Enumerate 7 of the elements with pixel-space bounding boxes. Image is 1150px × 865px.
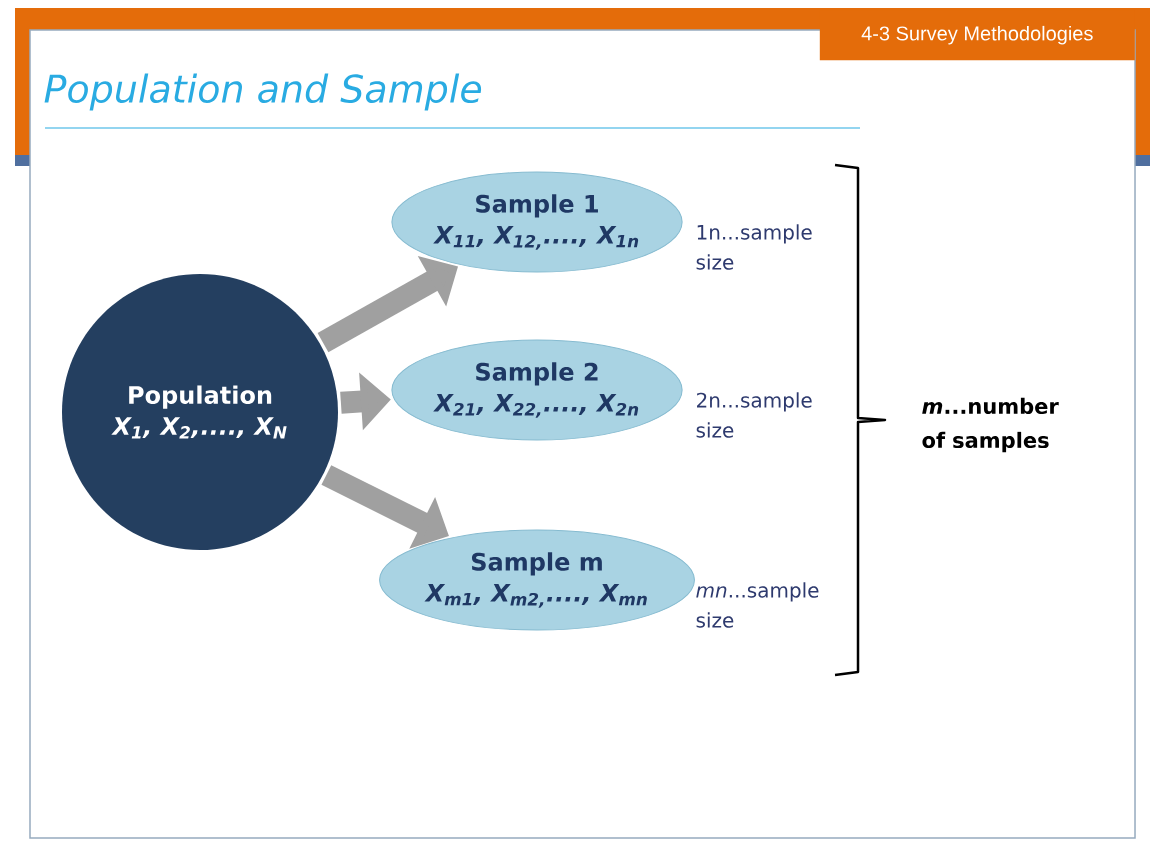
bracket-label: m...number of samples xyxy=(922,397,1059,453)
section-tab: 4-3 Survey Methodologies xyxy=(819,10,1135,61)
size-note: 1n...sample size xyxy=(696,224,812,270)
size-note: 2n...sample size xyxy=(696,392,812,438)
block-arrow xyxy=(317,256,458,353)
size-note: mn...sample size xyxy=(696,582,819,628)
title: Population and Sample xyxy=(44,73,482,111)
